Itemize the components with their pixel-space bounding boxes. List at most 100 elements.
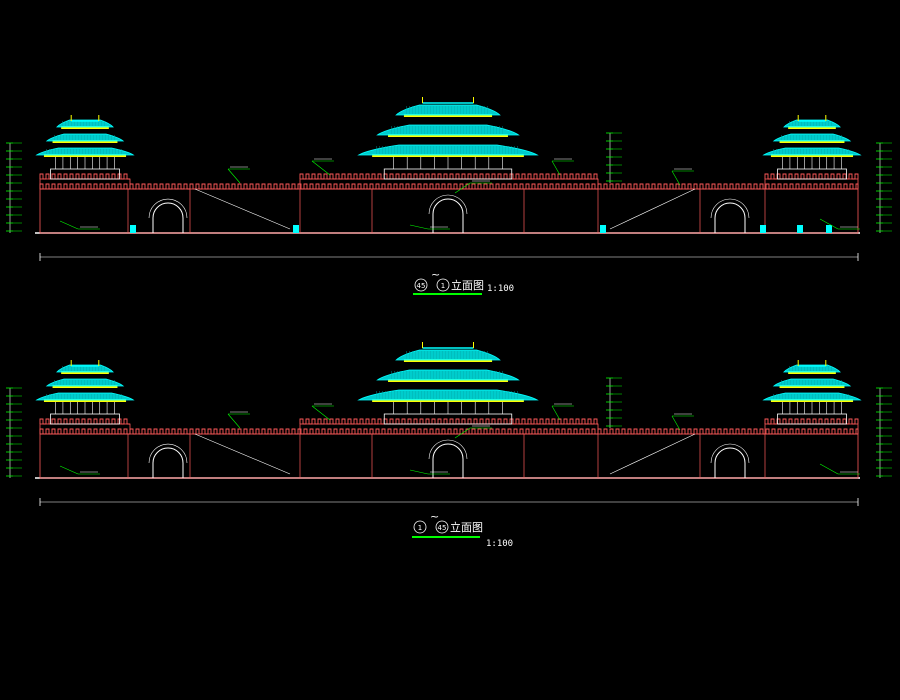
drawing-scale: 1:100 (487, 284, 514, 294)
bracket-band (43, 399, 127, 402)
annotation-leader (409, 469, 429, 475)
roof-tier (45, 378, 125, 387)
drawing-title: 立面图 (450, 520, 483, 534)
annotation-leader (227, 168, 241, 184)
gate-arch (152, 447, 184, 478)
gate-arch (432, 198, 464, 233)
annotation-leader (311, 160, 331, 176)
marker-block (797, 225, 803, 233)
drawing-title: 立面图 (451, 278, 484, 292)
bracket-band (372, 399, 524, 402)
gate-arch (432, 443, 464, 478)
bracket-band (779, 385, 845, 388)
ramp-line (609, 433, 696, 475)
roof-tier (762, 392, 862, 401)
roof-tier (45, 133, 125, 142)
roof-tier (772, 378, 852, 387)
axis-start-label: 1 (418, 524, 422, 532)
battlement (39, 418, 130, 425)
corner-pavilion (35, 115, 135, 180)
roof-tier (783, 119, 841, 128)
central-gate-tower (357, 342, 539, 425)
gate-arch (152, 202, 184, 233)
bracket-band (52, 385, 118, 388)
roof-tier (783, 364, 841, 373)
bracket-band (61, 371, 109, 374)
annotation-leader (454, 427, 471, 439)
bracket-band (61, 126, 109, 129)
annotation-leader (59, 465, 79, 475)
marker-block (826, 225, 832, 233)
marker-block (760, 225, 766, 233)
arch-ring (428, 194, 468, 215)
bracket-band (403, 114, 493, 117)
arch-ring (710, 198, 750, 219)
bracket-band (43, 154, 127, 157)
elevation-1-drawing (6, 97, 892, 261)
axis-start-bubble (413, 520, 427, 534)
axis-start-label: 45 (417, 282, 426, 290)
axis-end-label: 45 (438, 524, 447, 532)
bracket-band (770, 154, 854, 157)
roof-tier (772, 133, 852, 142)
roof-tier (762, 147, 862, 156)
corner-pavilion (762, 360, 862, 425)
elevation-2-drawing (6, 342, 892, 506)
ramp-line (609, 188, 696, 230)
bracket-band (788, 371, 836, 374)
annotation-leader (671, 415, 681, 431)
battlement (39, 173, 130, 180)
annotation-leader (454, 182, 471, 194)
arch-ring (148, 198, 188, 219)
gate-arch (714, 202, 746, 233)
roof-tier (395, 104, 501, 116)
tilde: ~ (431, 268, 440, 281)
roof-tier (56, 364, 114, 373)
axis-end-bubble (435, 520, 449, 534)
bracket-band (372, 154, 524, 157)
bracket-band (403, 359, 493, 362)
annotation-leader (311, 405, 331, 421)
annotation-leader (671, 170, 681, 186)
battlement (39, 183, 859, 190)
central-gate-tower (357, 97, 539, 180)
roof-tier (395, 349, 501, 361)
corner-pavilion (35, 360, 135, 425)
corner-pavilion (762, 115, 862, 180)
battlement (39, 428, 859, 435)
gate-arch (714, 447, 746, 478)
annotation-leader (551, 160, 561, 176)
bracket-band (388, 134, 508, 137)
roof-tier (357, 389, 539, 401)
axis-start-bubble (414, 278, 428, 292)
annotation-leader (59, 220, 79, 230)
marker-block (600, 225, 606, 233)
roof-tier (357, 144, 539, 156)
marker-block (130, 225, 136, 233)
bracket-band (788, 126, 836, 129)
axis-end-label: 1 (441, 282, 445, 290)
elevation-2-title-block: 1 ~ 45 立面图 1:100 (412, 510, 513, 549)
bracket-band (388, 379, 508, 382)
ramp-line (194, 433, 291, 475)
roof-tier (56, 119, 114, 128)
bracket-band (52, 140, 118, 143)
arch-ring (428, 439, 468, 460)
roof-tier (35, 147, 135, 156)
annotation-leader (819, 463, 839, 475)
annotation-leader (819, 218, 839, 230)
marker-block (293, 225, 299, 233)
axis-end-bubble (436, 278, 450, 292)
arch-ring (148, 443, 188, 464)
elevation-1-title-block: 45 ~ 1 立面图 1:100 (413, 268, 514, 295)
annotation-leader (551, 405, 561, 421)
arch-ring (710, 443, 750, 464)
bracket-band (770, 399, 854, 402)
annotation-leader (409, 224, 429, 230)
drawing-scale: 1:100 (486, 539, 513, 549)
annotation-leader (227, 413, 241, 429)
ramp-line (194, 188, 291, 230)
roof-tier (35, 392, 135, 401)
tilde: ~ (430, 510, 439, 523)
